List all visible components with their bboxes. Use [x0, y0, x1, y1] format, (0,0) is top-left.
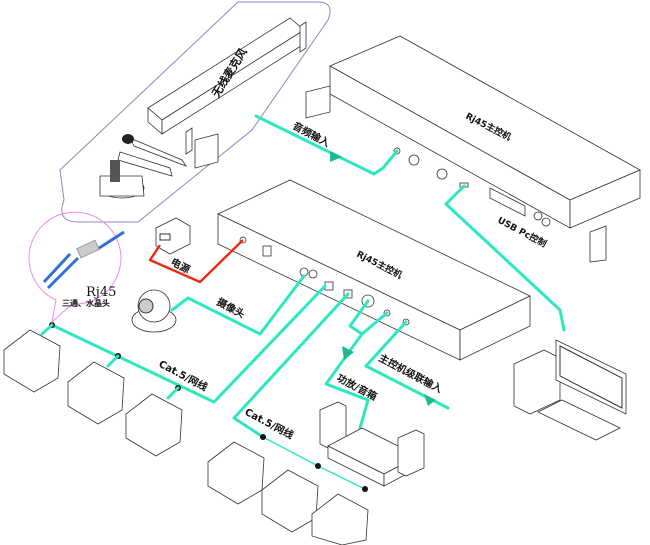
lower-host-device [194, 133, 531, 361]
conference-unit-icon [125, 393, 183, 457]
ptz-camera-icon [131, 289, 177, 333]
upper-host-device [305, 35, 641, 263]
power-adapter-icon [155, 217, 191, 255]
camera-label: 摄像头 [215, 295, 248, 321]
conference-unit-icon [3, 329, 61, 393]
rj45-callout [28, 211, 125, 324]
junction-node [260, 434, 266, 440]
conference-unit-icon [311, 493, 369, 545]
cascade-input-arrow [424, 394, 436, 406]
audio-input-arrow [330, 151, 342, 162]
cat5-cable-b [232, 292, 350, 439]
amp-speaker-label: 功放/音箱 [335, 371, 380, 403]
rj45-subtitle: 三通、水晶头 [62, 298, 110, 308]
cat5-cable-a [50, 284, 327, 404]
cascade-input-cable [364, 320, 450, 410]
wireless-group-outline [59, 1, 331, 223]
speaker-icon [397, 429, 425, 477]
amp-speaker-arrow [342, 346, 354, 360]
audio-input-cable [254, 114, 399, 176]
rj45-title: Rj45 [86, 285, 116, 300]
unit-drop-cable [106, 354, 120, 368]
unit-drop-cable [40, 323, 54, 336]
wireless-receiver-icon [147, 17, 307, 155]
keyboard-icon [537, 399, 621, 441]
unit-drop-cable [166, 386, 180, 400]
audio-input-label: 音频输入 [291, 119, 332, 149]
cat5-label-b: Cat.5/网线 [243, 405, 296, 441]
mic-charger-icon [99, 160, 145, 199]
conference-unit-icon [261, 469, 319, 533]
desktop-computer-icon [513, 339, 627, 415]
camera-cable [170, 274, 306, 336]
handheld-mic-icon [117, 134, 188, 177]
junction-node [362, 486, 368, 492]
rj45-tee-connector-icon [42, 252, 80, 290]
usb-pc-cable [444, 184, 566, 332]
conference-unit-icon [207, 441, 265, 505]
power-label: 电源 [169, 255, 193, 276]
power-cable [148, 239, 244, 284]
conference-unit-icon [67, 361, 125, 425]
junction-node [315, 463, 321, 469]
